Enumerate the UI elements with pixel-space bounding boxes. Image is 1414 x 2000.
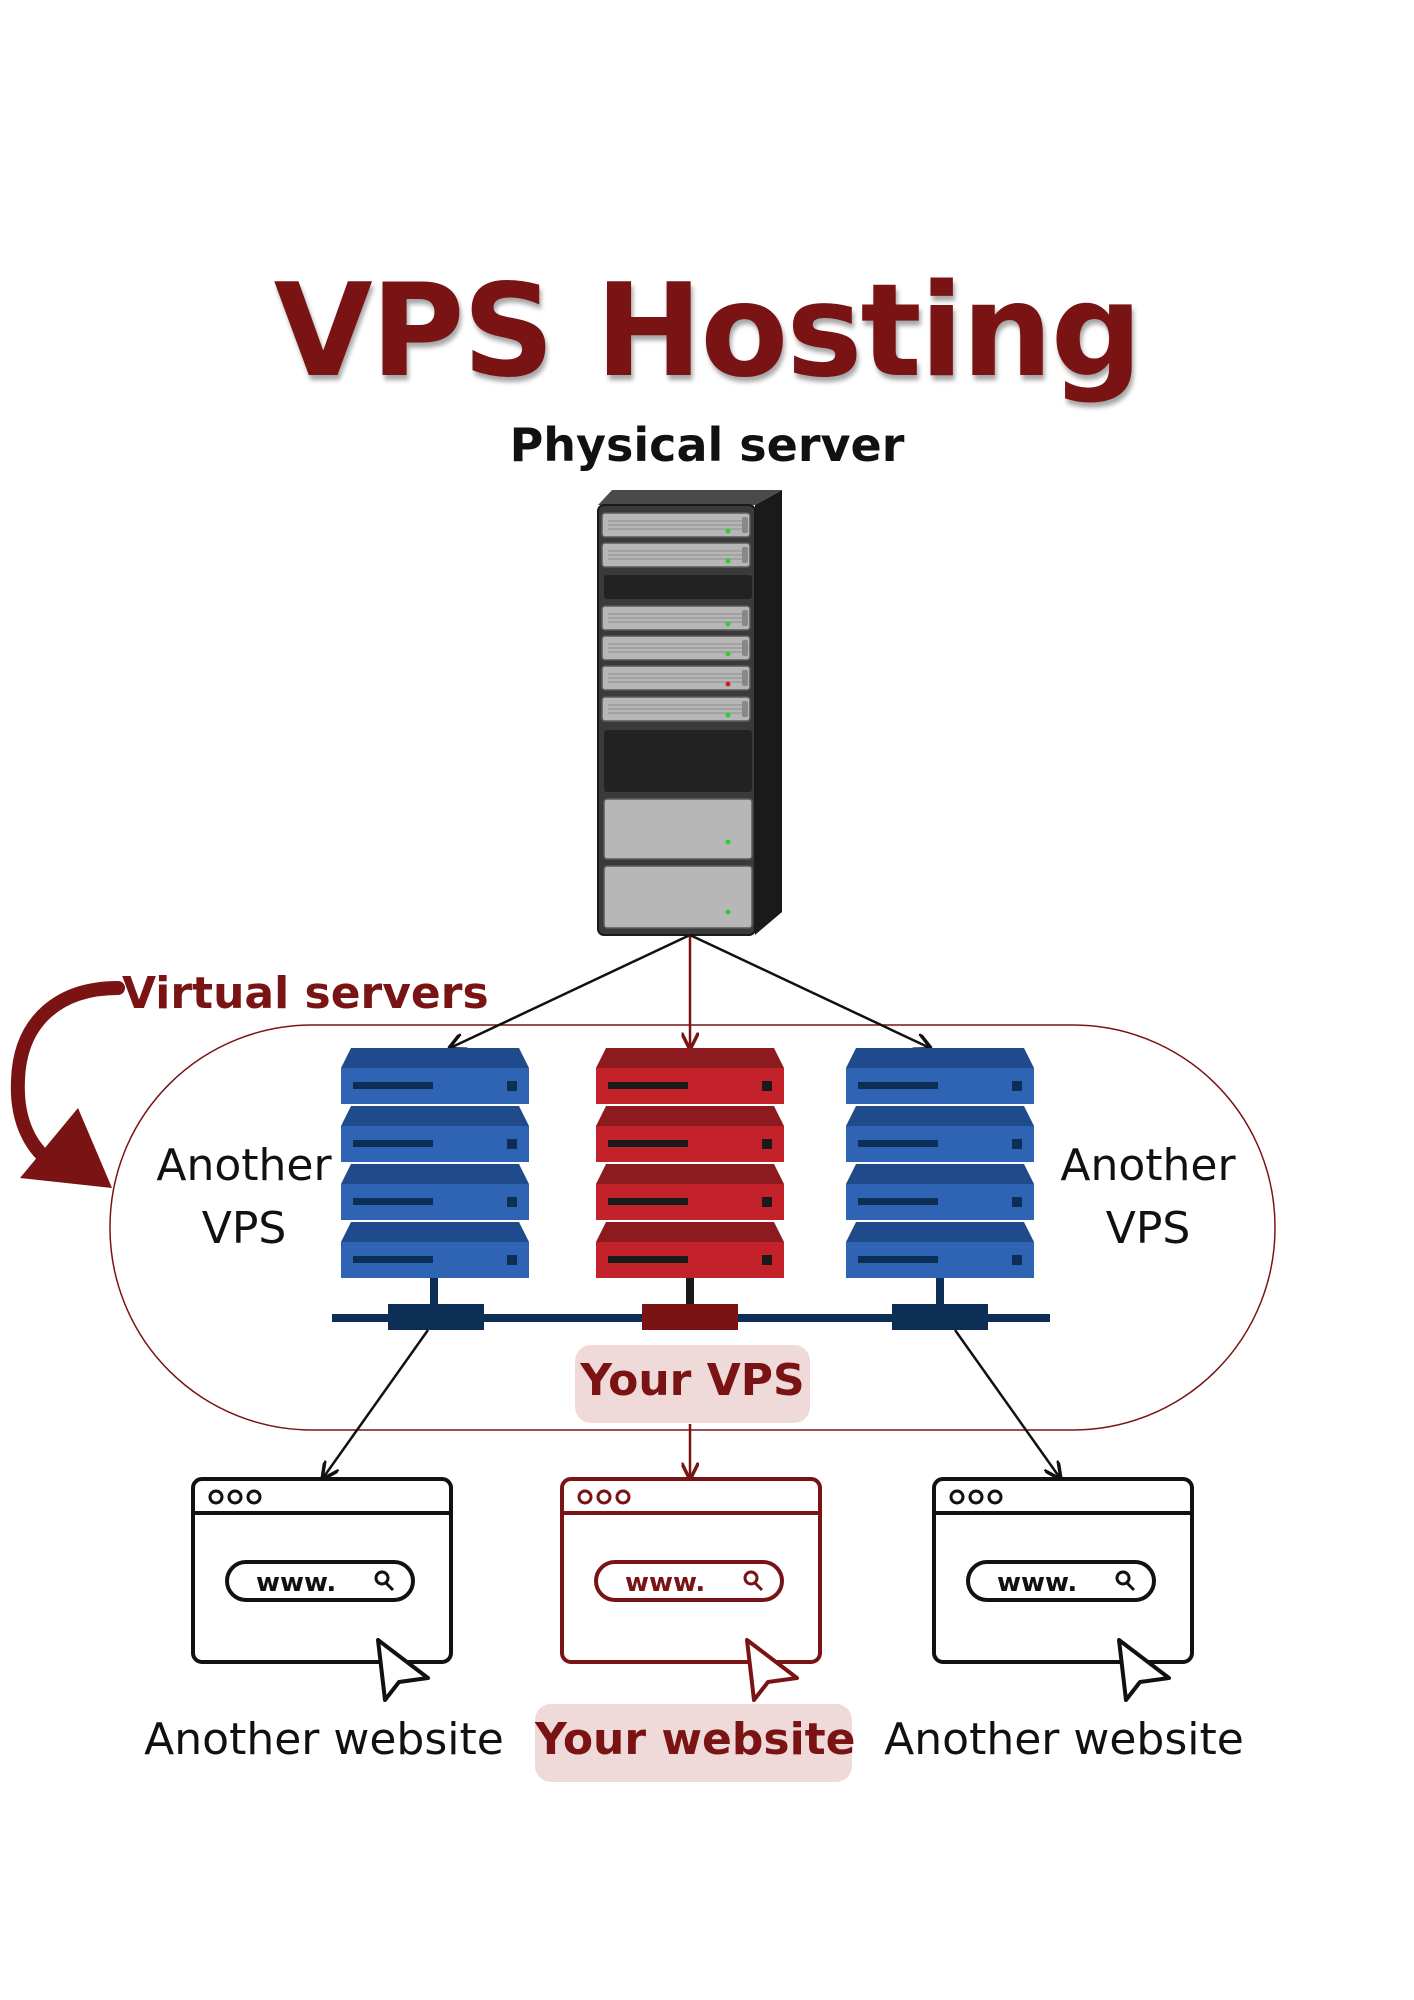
- url-text-right: www.: [997, 1568, 1077, 1598]
- physical-server-rack: [597, 490, 782, 936]
- another-vps-left-line1: Another: [156, 1140, 332, 1191]
- your-website-highlight: [535, 1704, 852, 1782]
- virtual-servers-curved-arrow: [10, 981, 125, 1188]
- vps-stack-left: [341, 1048, 529, 1330]
- browser-window-left: www.: [191, 1477, 453, 1702]
- another-vps-right-line1: Another: [1060, 1140, 1236, 1191]
- your-website-label: Your website: [535, 1714, 856, 1765]
- page-title: VPS Hosting: [273, 257, 1143, 406]
- another-vps-label-right: Another VPS: [1038, 1134, 1258, 1260]
- browser-window-yours: www.: [560, 1477, 822, 1702]
- your-vps-label: Your VPS: [580, 1355, 805, 1406]
- another-vps-right-line2: VPS: [1105, 1203, 1191, 1254]
- virtual-servers-label: Virtual servers: [122, 968, 489, 1019]
- another-vps-left-line2: VPS: [201, 1203, 287, 1254]
- url-text-left: www.: [256, 1568, 336, 1598]
- arrow-left-vps-to-website: [323, 1329, 430, 1478]
- vps-stack-right: [846, 1048, 1034, 1330]
- virtual-servers-frame: [109, 1024, 1276, 1431]
- arrow-right-vps-to-website: [953, 1329, 1060, 1478]
- url-text-yours: www.: [625, 1568, 705, 1598]
- vps-stack-yours: [596, 1048, 784, 1330]
- physical-server-label: Physical server: [509, 418, 905, 472]
- your-vps-highlight: [575, 1345, 810, 1423]
- browser-window-right: www.: [932, 1477, 1194, 1702]
- arrow-physical-to-left-vps: [450, 933, 691, 1048]
- another-website-label-left: Another website: [144, 1714, 504, 1765]
- another-vps-label-left: Another VPS: [134, 1134, 354, 1260]
- arrow-physical-to-right-vps: [689, 933, 930, 1048]
- another-website-label-right: Another website: [884, 1714, 1244, 1765]
